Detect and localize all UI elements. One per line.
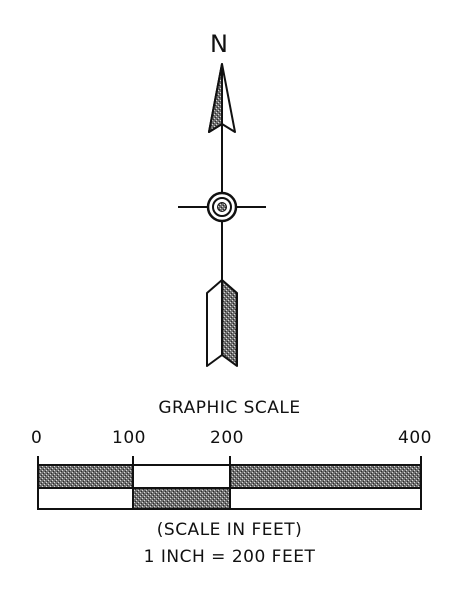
scale-units-label: (SCALE IN FEET): [156, 520, 303, 540]
crosshair-icon: [178, 191, 266, 223]
scale-bar: [37, 456, 422, 510]
arrow-tail-icon: [206, 279, 238, 367]
scale-tick-label: 100: [112, 428, 146, 448]
scale-title: GRAPHIC SCALE: [158, 398, 301, 418]
scale-tick-label: 0: [31, 428, 43, 448]
north-arrowhead-icon: [208, 63, 236, 133]
scale-tick-label: 200: [210, 428, 244, 448]
north-label: N: [210, 30, 229, 58]
scale-segment-top-100-200: [132, 464, 231, 489]
scale-segment-bottom-100-200: [132, 487, 231, 510]
scale-ratio-label: 1 INCH = 200 FEET: [143, 547, 316, 567]
scale-segment-bottom-200-400: [229, 487, 422, 510]
scale-segment-top-200-400: [229, 464, 422, 489]
scale-segment-top-0-100: [37, 464, 134, 489]
scale-tick-label: 400: [398, 428, 432, 448]
scale-segment-bottom-0-100: [37, 487, 134, 510]
